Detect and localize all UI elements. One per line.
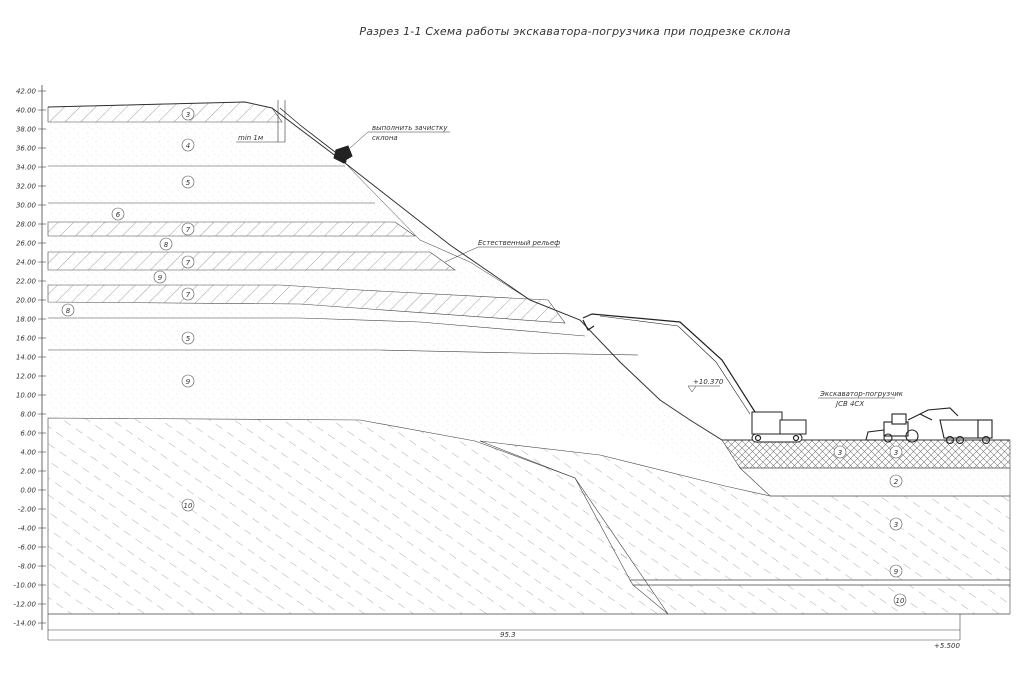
axis-tick-label: 38.00	[16, 126, 37, 134]
slope-profile	[47, 101, 1010, 441]
layer-label: 3	[894, 449, 898, 457]
layer-7-band-c	[47, 284, 566, 324]
layer-10-body	[47, 417, 669, 615]
small-excavator-on-slope-icon	[279, 107, 353, 164]
layer-label: 5	[186, 335, 191, 343]
axis-tick-label: 28.00	[16, 221, 37, 229]
layer-label: 7	[186, 259, 191, 267]
layer-label: 10	[184, 502, 193, 510]
loader-label-2: JCB 4CX	[834, 400, 864, 408]
bottom-elevation-label: +5.500	[934, 642, 960, 650]
platform-fill-layer	[721, 439, 1011, 469]
axis-tick-label: 24.00	[16, 259, 37, 267]
soil-layers	[47, 101, 1011, 615]
cleanup-label-2: склона	[372, 134, 398, 142]
layer-label: 3	[894, 521, 898, 529]
axis-tick-label: -2.00	[18, 506, 37, 514]
axis-tick-label: -12.00	[13, 601, 36, 609]
layer-7-band-b	[47, 251, 456, 271]
dump-truck-icon	[939, 419, 993, 445]
layer-label: 4	[186, 142, 190, 150]
layer-label: 2	[894, 478, 899, 486]
backhoe-loader-icon	[865, 407, 959, 443]
axis-tick-label: 6.00	[20, 430, 36, 438]
axis-tick-label: 22.00	[16, 278, 37, 286]
layer-label: 10	[896, 597, 905, 605]
drawing-title: Разрез 1-1 Схема работы экскаватора-погр…	[359, 25, 791, 38]
right-layer-10	[632, 584, 1011, 615]
cleanup-leader	[349, 131, 450, 149]
axis-tick-label: -4.00	[18, 525, 37, 533]
cleanup-label-1: выполнить зачистку	[372, 124, 448, 132]
layer-label: 9	[894, 568, 899, 576]
layer-number-markers	[61, 107, 907, 607]
min-offset-annotation	[236, 100, 286, 143]
loader-label-1: Экскаватор-погрузчик	[819, 390, 904, 398]
right-layer-2	[739, 467, 1011, 497]
axis-tick-label: -6.00	[18, 544, 37, 552]
axis-tick-label: 42.00	[16, 88, 37, 96]
layer-3-top-band	[47, 101, 283, 123]
axis-tick-label: -10.00	[13, 582, 36, 590]
axis-tick-label: 36.00	[16, 145, 37, 153]
axis-tick-label: 18.00	[16, 316, 37, 324]
layer-label: 8	[164, 241, 169, 249]
axis-tick-label: 30.00	[16, 202, 37, 210]
axis-tick-label: 16.00	[16, 335, 37, 343]
section-length-label: 95.3	[500, 631, 516, 639]
bottom-dimension	[47, 614, 961, 641]
axis-tick-label: 8.00	[20, 411, 36, 419]
axis-tick-label: 40.00	[16, 107, 37, 115]
elevation-axis: 42.00 40.00 38.00 36.00 34.00 32.00 30.00 28.00…	[13, 85, 46, 630]
layer-label: 3	[186, 111, 190, 119]
layer-label: 6	[116, 211, 121, 219]
axis-tick-label: 0.00	[20, 487, 36, 495]
layer-number-labels: 3 4 5 6 7 8 7 9 7 8 5 9 10 3 3 2 3 9 10	[66, 111, 905, 605]
relief-leader	[444, 246, 560, 263]
level-mark-label: +10.370	[693, 378, 724, 386]
axis-tick-label: 2.00	[20, 468, 36, 476]
axis-tick-label: 4.00	[20, 449, 36, 457]
layer-label: 9	[158, 274, 163, 282]
min-offset-label: min 1м	[238, 134, 264, 142]
layer-label: 9	[186, 378, 191, 386]
level-mark	[687, 385, 720, 393]
axis-tick-label: 10.00	[16, 392, 37, 400]
layer-label: 7	[186, 226, 191, 234]
axis-tick-label: -8.00	[18, 563, 37, 571]
layer-label: 7	[186, 291, 191, 299]
axis-tick-label: -14.00	[13, 620, 36, 628]
layer-label: 3	[838, 449, 842, 457]
right-layer-9	[629, 579, 1011, 586]
axis-tick-label: 32.00	[16, 183, 37, 191]
axis-tick-label: 14.00	[16, 354, 37, 362]
axis-tick-label: 12.00	[16, 373, 37, 381]
axis-tick-label: 20.00	[16, 297, 37, 305]
layer-label: 8	[66, 307, 71, 315]
layer-label: 5	[186, 179, 191, 187]
axis-tick-label: 34.00	[16, 164, 37, 172]
axis-tick-label: 26.00	[16, 240, 37, 248]
long-reach-excavator-icon	[582, 313, 807, 443]
natural-relief-label: Естественный рельеф	[478, 239, 560, 247]
layer-7-band-a	[47, 221, 416, 237]
